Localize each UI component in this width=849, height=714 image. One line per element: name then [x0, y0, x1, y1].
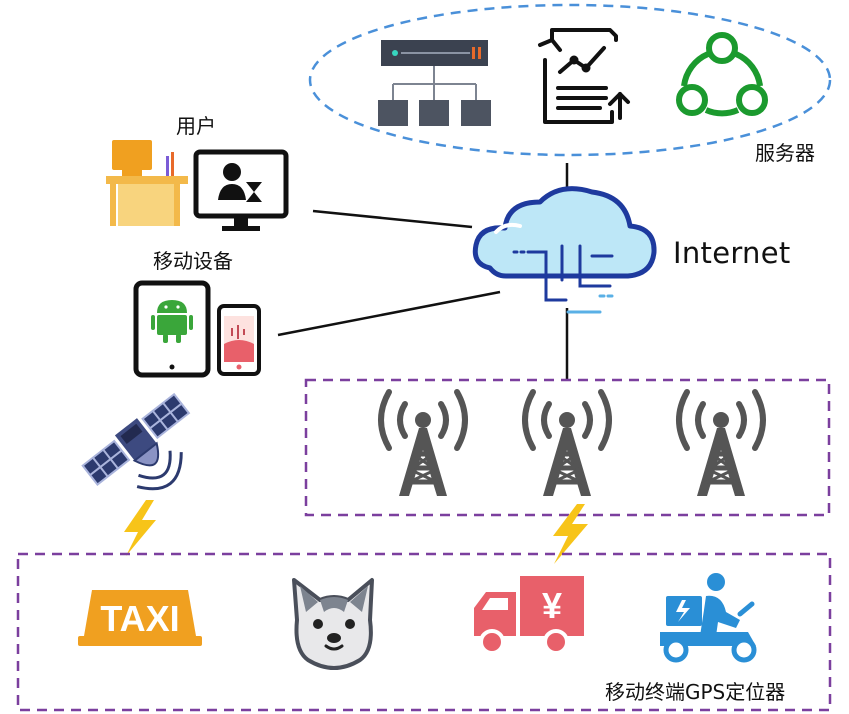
internet-label: Internet — [673, 236, 791, 270]
servers-label: 服务器 — [755, 141, 815, 165]
analytics-report-icon — [538, 28, 630, 124]
taxi-sign-icon: TAXI — [78, 590, 202, 646]
taxi-text: TAXI — [100, 598, 179, 639]
lightning-icon — [124, 500, 156, 556]
yen-text: ¥ — [542, 585, 562, 626]
server-group-ellipse — [308, 3, 832, 157]
cloud-icon — [472, 186, 657, 279]
delivery-scooter-icon — [660, 573, 757, 663]
smartphone-icon — [217, 304, 261, 376]
dog-head-icon — [292, 578, 374, 670]
monitor-user-icon — [193, 149, 289, 231]
desk-icon — [106, 140, 188, 226]
tower-group-box — [304, 378, 831, 517]
user-cloud-link — [312, 209, 473, 229]
mobile-device-label: 移动设备 — [153, 249, 233, 273]
mobile-cloud-link — [277, 290, 501, 337]
lightning-icon — [553, 504, 588, 564]
share-network-icon — [676, 32, 768, 117]
terminal-label: 移动终端GPS定位器 — [605, 680, 786, 704]
terminal-group-box — [16, 552, 832, 712]
rack-server-icon — [378, 40, 491, 126]
delivery-truck-icon: ¥ — [474, 576, 584, 655]
user-label: 用户 — [176, 114, 216, 138]
android-tablet-icon — [133, 280, 211, 378]
